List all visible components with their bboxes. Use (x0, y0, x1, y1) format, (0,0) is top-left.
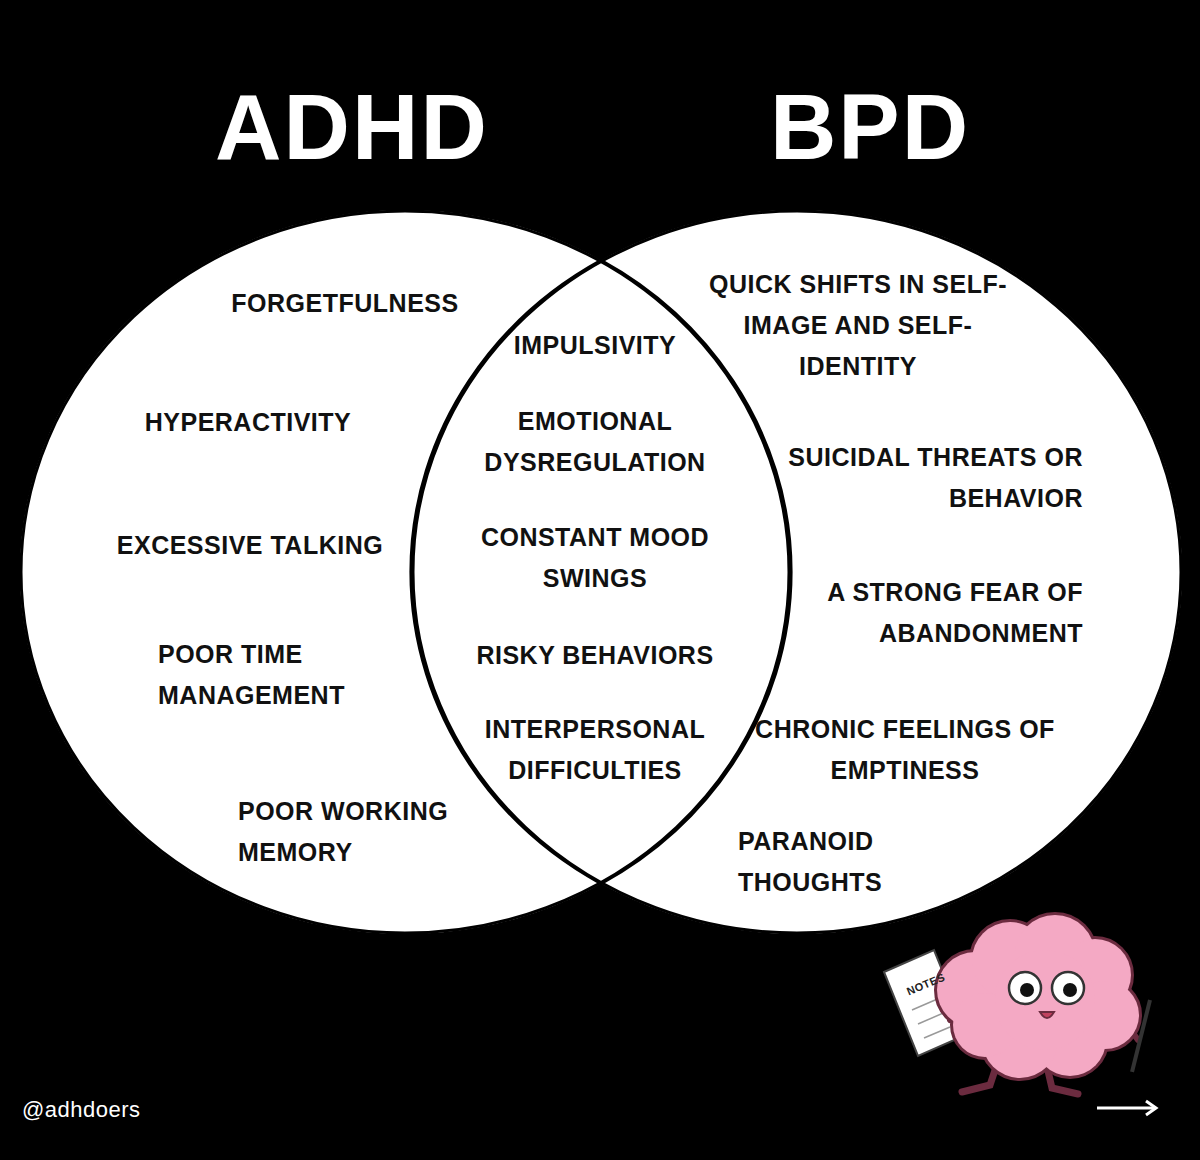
symptom-text: PARANOID THOUGHTS (738, 821, 938, 903)
circle-title: ADHD (152, 77, 552, 178)
text-holder: ADHD (152, 77, 552, 178)
text-holder: POOR WORKING MEMORY (238, 791, 488, 873)
label-holder: NOTES (896, 978, 956, 991)
symptom-text: EMOTIONAL DYSREGULATION (460, 401, 730, 483)
symptom-text: CHRONIC FEELINGS OF EMPTINESS (755, 709, 1055, 791)
text-holder: CHRONIC FEELINGS OF EMPTINESS (755, 709, 1055, 791)
text-holder: QUICK SHIFTS IN SELF-IMAGE AND SELF-IDEN… (708, 264, 1008, 387)
text-holder: CONSTANT MOOD SWINGS (470, 517, 720, 599)
text-holder: POOR TIME MANAGEMENT (158, 634, 388, 716)
text-holder: IMPULSIVITY (465, 325, 725, 366)
symptom-text: INTERPERSONAL DIFFICULTIES (470, 709, 720, 791)
circle-title: BPD (670, 77, 1070, 178)
symptom-text: FORGETFULNESS (185, 283, 505, 324)
brain-face (1009, 972, 1084, 1018)
text-holder: EXCESSIVE TALKING (95, 525, 405, 566)
venn-overlap: IMPULSIVITY EMOTIONAL DYSREGULATION CONSTA… (412, 210, 790, 934)
venn-circle: ADHDFORGETFULNESSHYPERACTIVITYEXCESSIVE … (20, 210, 790, 934)
symptom-text: HYPERACTIVITY (98, 402, 398, 443)
text-holder: BPD (670, 77, 1070, 178)
symptom-text: CONSTANT MOOD SWINGS (470, 517, 720, 599)
symptom-text: POOR TIME MANAGEMENT (158, 634, 388, 716)
handle-watermark: @adhdoers (22, 1097, 322, 1123)
text-holder: PARANOID THOUGHTS (738, 821, 938, 903)
symptom-text: A STRONG FEAR OF ABANDONMENT (773, 572, 1083, 654)
label-holder: @adhdoers (22, 1097, 322, 1123)
next-arrow (1097, 1101, 1156, 1115)
venn-circle: BPDQUICK SHIFTS IN SELF-IMAGE AND SELF-I… (412, 210, 1182, 934)
symptom-text: RISKY BEHAVIORS (435, 635, 755, 676)
text-holder: SUICIDAL THREATS OR BEHAVIOR (763, 437, 1083, 519)
symptom-text: QUICK SHIFTS IN SELF-IMAGE AND SELF-IDEN… (708, 264, 1008, 387)
symptom-text: POOR WORKING MEMORY (238, 791, 488, 873)
text-holder: INTERPERSONAL DIFFICULTIES (470, 709, 720, 791)
circle-fill (412, 210, 1182, 934)
text-holder: RISKY BEHAVIORS (435, 635, 755, 676)
text-holder: HYPERACTIVITY (98, 402, 398, 443)
symptom-text: SUICIDAL THREATS OR BEHAVIOR (763, 437, 1083, 519)
symptom-text: IMPULSIVITY (465, 325, 725, 366)
brain-body (937, 915, 1139, 1078)
node-outline (20, 210, 790, 934)
text-holder: EMOTIONAL DYSREGULATION (460, 401, 730, 483)
text-holder: FORGETFULNESS (185, 283, 505, 324)
symptom-text: EXCESSIVE TALKING (95, 525, 405, 566)
text-holder: A STRONG FEAR OF ABANDONMENT (773, 572, 1083, 654)
